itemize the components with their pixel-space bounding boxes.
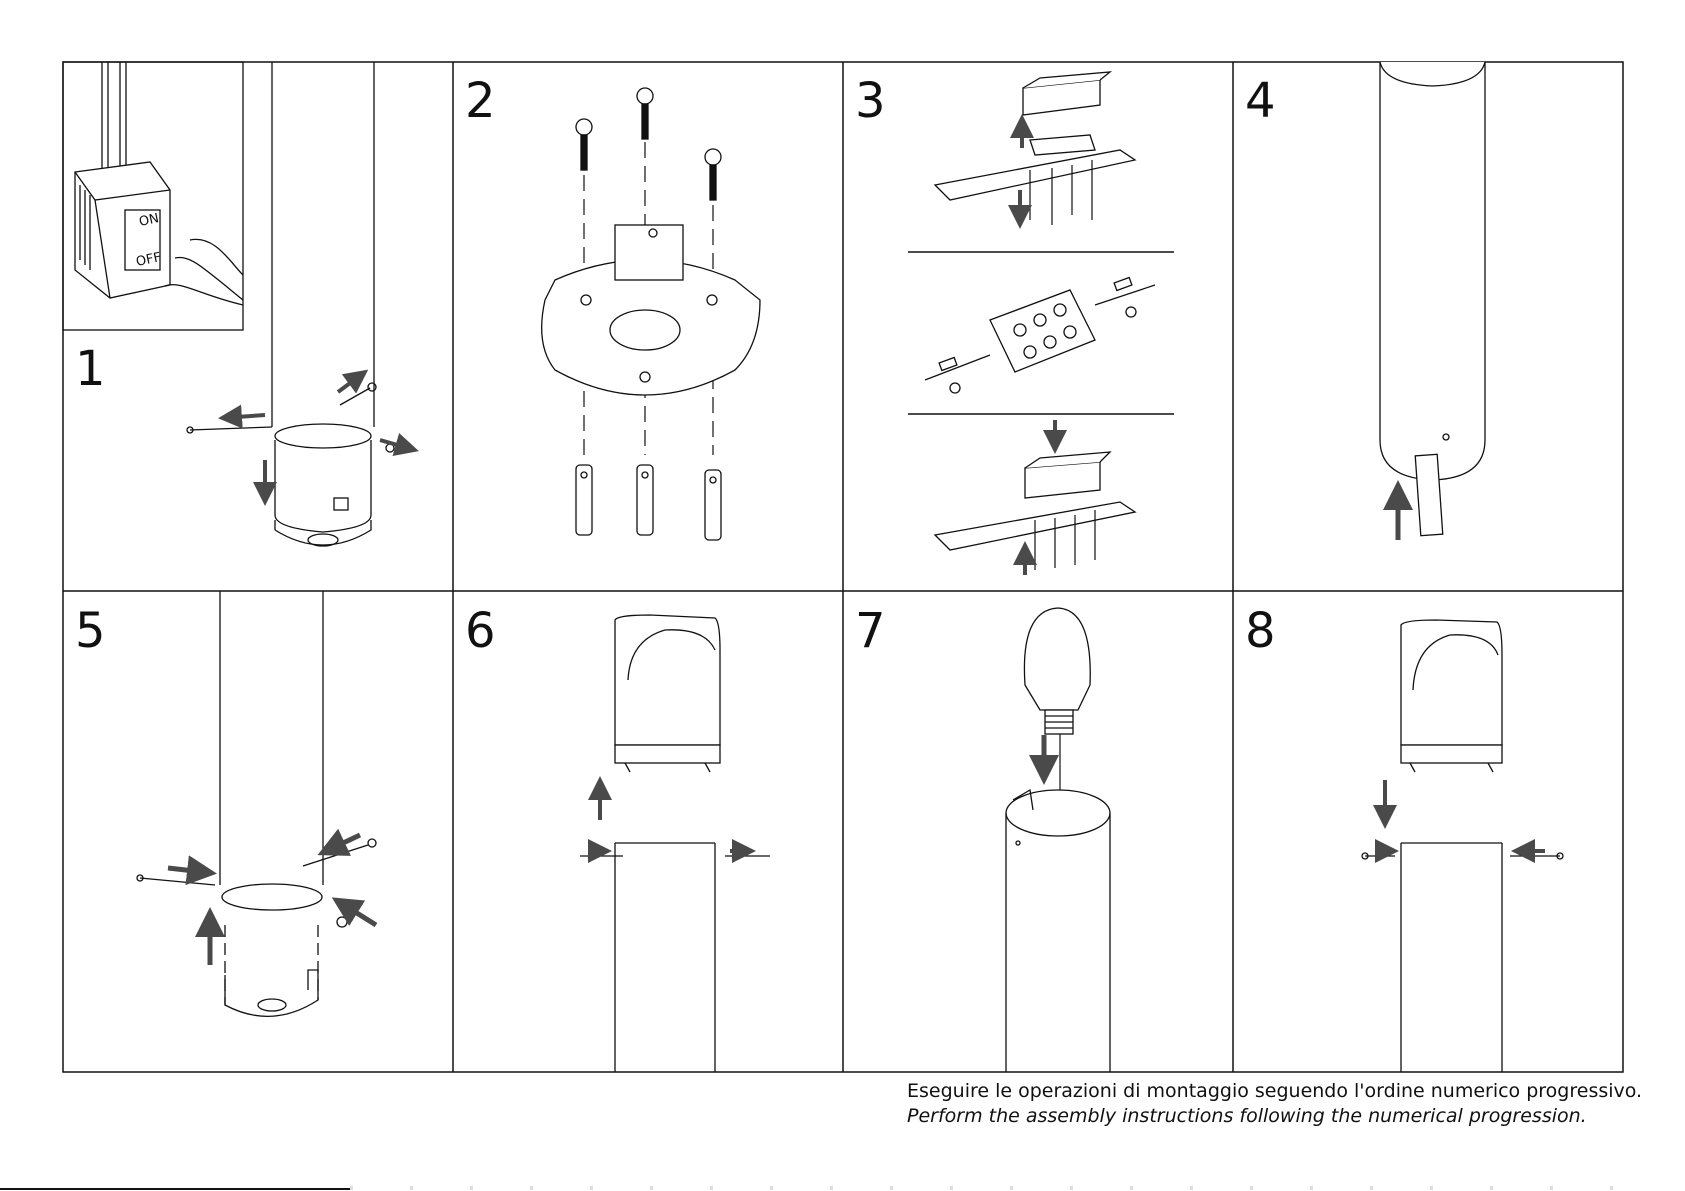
footer-faded-text (350, 1186, 1650, 1190)
step-8-number: 8 (1245, 603, 1276, 659)
step-1-panel: 1 ON OFF (63, 62, 415, 546)
pole-step4 (1380, 62, 1485, 536)
caption-english: Perform the assembly instructions follow… (907, 1105, 1587, 1127)
step-4-number: 4 (1245, 73, 1276, 129)
pole-step7 (1006, 790, 1110, 1072)
pole-step6 (580, 843, 770, 1072)
lamp-head-step6 (615, 615, 720, 772)
panel-grid (63, 62, 1623, 1072)
step-5-number: 5 (75, 603, 106, 659)
junction-box-top (935, 72, 1135, 200)
circuit-breaker-inset (63, 62, 243, 330)
pole-step8 (1362, 843, 1563, 1072)
arrows-step1 (222, 372, 415, 502)
arrows-step6 (590, 780, 752, 851)
arrows-step5 (168, 835, 376, 965)
step-1-number: 1 (75, 341, 106, 397)
caption-italian: Eseguire le operazioni di montaggio segu… (907, 1080, 1642, 1102)
arrows-step8 (1375, 780, 1545, 851)
screws-step2 (576, 88, 721, 200)
step-7-panel: 7 (855, 603, 1110, 1072)
pole-and-base-step1 (187, 62, 394, 546)
step-3-panel: 3 (855, 72, 1174, 575)
pole-and-base-step5 (137, 591, 376, 1016)
step-2-number: 2 (465, 73, 496, 129)
footer-rule (0, 1188, 350, 1190)
step-8-panel: 8 (1245, 603, 1563, 1072)
lamp-head-step8 (1401, 620, 1502, 772)
light-bulb (1024, 608, 1090, 734)
step-4-panel: 4 (1245, 62, 1485, 540)
step-5-panel: 5 (75, 591, 376, 1016)
step-7-number: 7 (855, 603, 886, 659)
terminal-block (925, 278, 1155, 393)
step-6-number: 6 (465, 603, 496, 659)
step-3-number: 3 (855, 73, 886, 129)
mounting-plate (542, 225, 760, 395)
step-6-panel: 6 (465, 603, 770, 1072)
wall-plugs (576, 465, 721, 540)
step-2-panel: 2 (465, 73, 760, 540)
